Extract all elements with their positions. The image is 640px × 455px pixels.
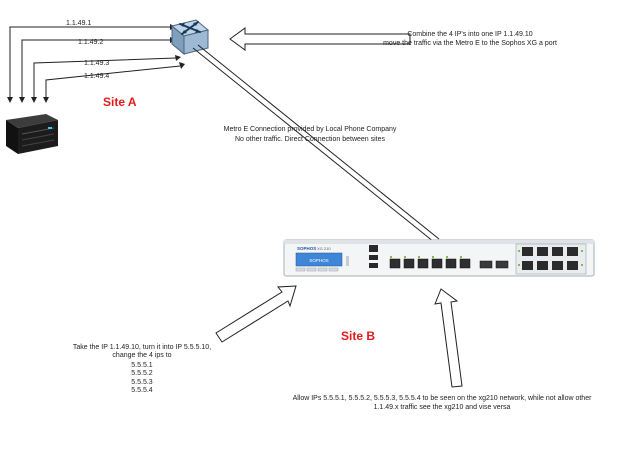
translate-note-line: 5.5.5.4 [131,387,153,394]
metro-note-line: No other traffic. Direct Connection betw… [235,136,386,143]
translate-note-line: 5.5.5.3 [131,379,153,386]
firewall-ethernet-ports [389,258,471,269]
metro-note-line: Metro E Connection provided by Local Pho… [224,126,397,133]
translate-note: Take the IP 1.1.49.10, turn it into IP 5… [73,344,211,394]
site-a-server-icon [6,114,58,154]
metro-e-link [192,44,440,243]
translate-arrow [215,285,297,343]
ip-link-label: 1.1.49.2 [78,39,103,46]
combine-note-line: move the traffic via the Metro E to the … [383,40,557,47]
allow-note: Allow IPs 5.5.5.1, 5.5.5.2, 5.5.5.3, 5.5… [293,395,593,411]
ip-link-lines [9,26,181,97]
translate-note-line: 5.5.5.1 [131,362,153,369]
allow-note-line: 1.1.49.x traffic see the xg210 and vise … [374,404,511,411]
combine-note: Combine the 4 IP's into one IP 1.1.49.10… [383,31,557,47]
allow-arrow [434,288,463,388]
ip-link-labels: 1.1.49.1 1.1.49.2 1.1.49.3 1.1.49.4 [66,20,109,80]
firewall-expansion-module [515,243,587,275]
firewall-model: XG 210 [317,246,331,251]
ip-link-line-3 [33,57,177,97]
firewall-sfp-ports [479,260,509,269]
combine-arrow [229,27,411,51]
combine-note-line: Combine the 4 IP's into one IP 1.1.49.10 [407,31,532,38]
firewall-brand: SOPHOS [297,246,316,251]
metro-note: Metro E Connection provided by Local Pho… [224,126,397,143]
firewall-lcd [295,252,343,267]
site-a-label: Site A [103,95,137,109]
ip-link-line-2 [21,39,170,97]
allow-note-line: Allow IPs 5.5.5.1, 5.5.5.2, 5.5.5.3, 5.5… [293,395,593,402]
translate-note-line: Take the IP 1.1.49.10, turn it into IP 5… [73,344,211,351]
firewall-device: SOPHOS XG 210 SOPHOS [283,239,595,277]
firewall-usb-ports [369,245,378,268]
ip-link-line-4 [45,65,181,97]
ip-link-label: 1.1.49.1 [66,20,91,27]
site-b-label: Site B [341,329,375,343]
ip-link-label: 1.1.49.3 [84,60,109,67]
ip-link-line-1 [9,26,170,97]
firewall-buttons [295,267,339,272]
ip-link-label: 1.1.49.4 [84,73,109,80]
translate-note-line: change the 4 ips to [112,352,171,359]
firewall-screen-text: SOPHOS [309,258,328,263]
translate-note-line: 5.5.5.2 [131,370,153,377]
